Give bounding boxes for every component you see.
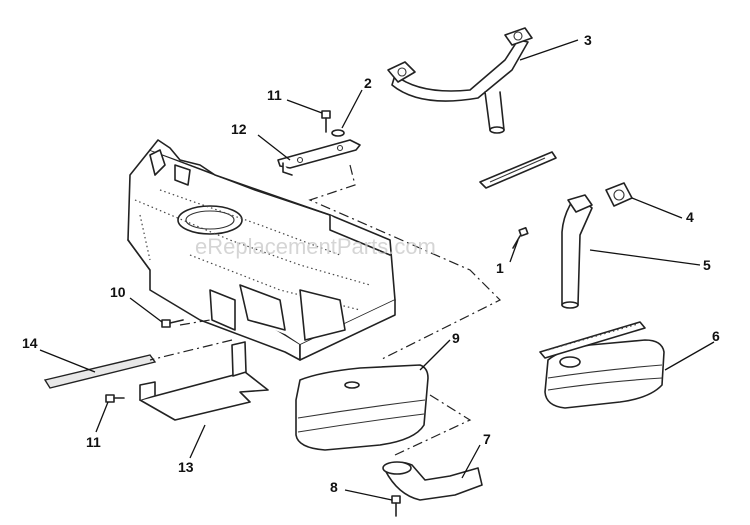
bracket-washer xyxy=(331,129,345,137)
callout-4: 4 xyxy=(686,209,694,225)
exhaust-elbow-pipe xyxy=(561,194,593,309)
chassis-frame xyxy=(127,139,396,361)
callout-11-bottom: 11 xyxy=(86,434,101,450)
bracket-bolt xyxy=(321,110,331,133)
callout-10: 10 xyxy=(110,284,126,300)
frame-bolt xyxy=(161,319,184,328)
alignment-lines xyxy=(149,164,502,456)
heat-shield-bolt xyxy=(105,394,125,403)
muffler-9 xyxy=(295,364,429,451)
callout-2: 2 xyxy=(364,75,372,91)
exhaust-pipe-y xyxy=(387,27,533,134)
callout-labels: 3 2 11 12 4 5 1 6 9 10 14 11 13 7 8 xyxy=(22,32,720,495)
callout-6: 6 xyxy=(712,328,720,344)
callout-13: 13 xyxy=(178,459,194,475)
elbow-bolt xyxy=(512,227,529,249)
leader-lines xyxy=(39,39,715,501)
callout-3: 3 xyxy=(584,32,592,48)
tail-pipe xyxy=(382,461,483,501)
callout-8: 8 xyxy=(330,479,338,495)
callout-14: 14 xyxy=(22,335,38,351)
exhaust-gasket-strip xyxy=(479,151,557,189)
exhaust-gasket xyxy=(605,182,633,207)
callout-1: 1 xyxy=(496,260,504,276)
warning-decal-strip xyxy=(43,354,157,389)
callout-5: 5 xyxy=(703,257,711,273)
mounting-bracket xyxy=(277,139,361,176)
callout-7: 7 xyxy=(483,431,491,447)
watermark-text: eReplacementParts.com xyxy=(195,234,436,259)
callout-12: 12 xyxy=(231,121,247,137)
heat-shield xyxy=(139,341,269,421)
muffler-heat-shield-strip xyxy=(539,321,646,359)
tail-pipe-bolt xyxy=(391,495,401,517)
callout-9: 9 xyxy=(452,330,460,346)
callout-11-top: 11 xyxy=(267,87,282,103)
